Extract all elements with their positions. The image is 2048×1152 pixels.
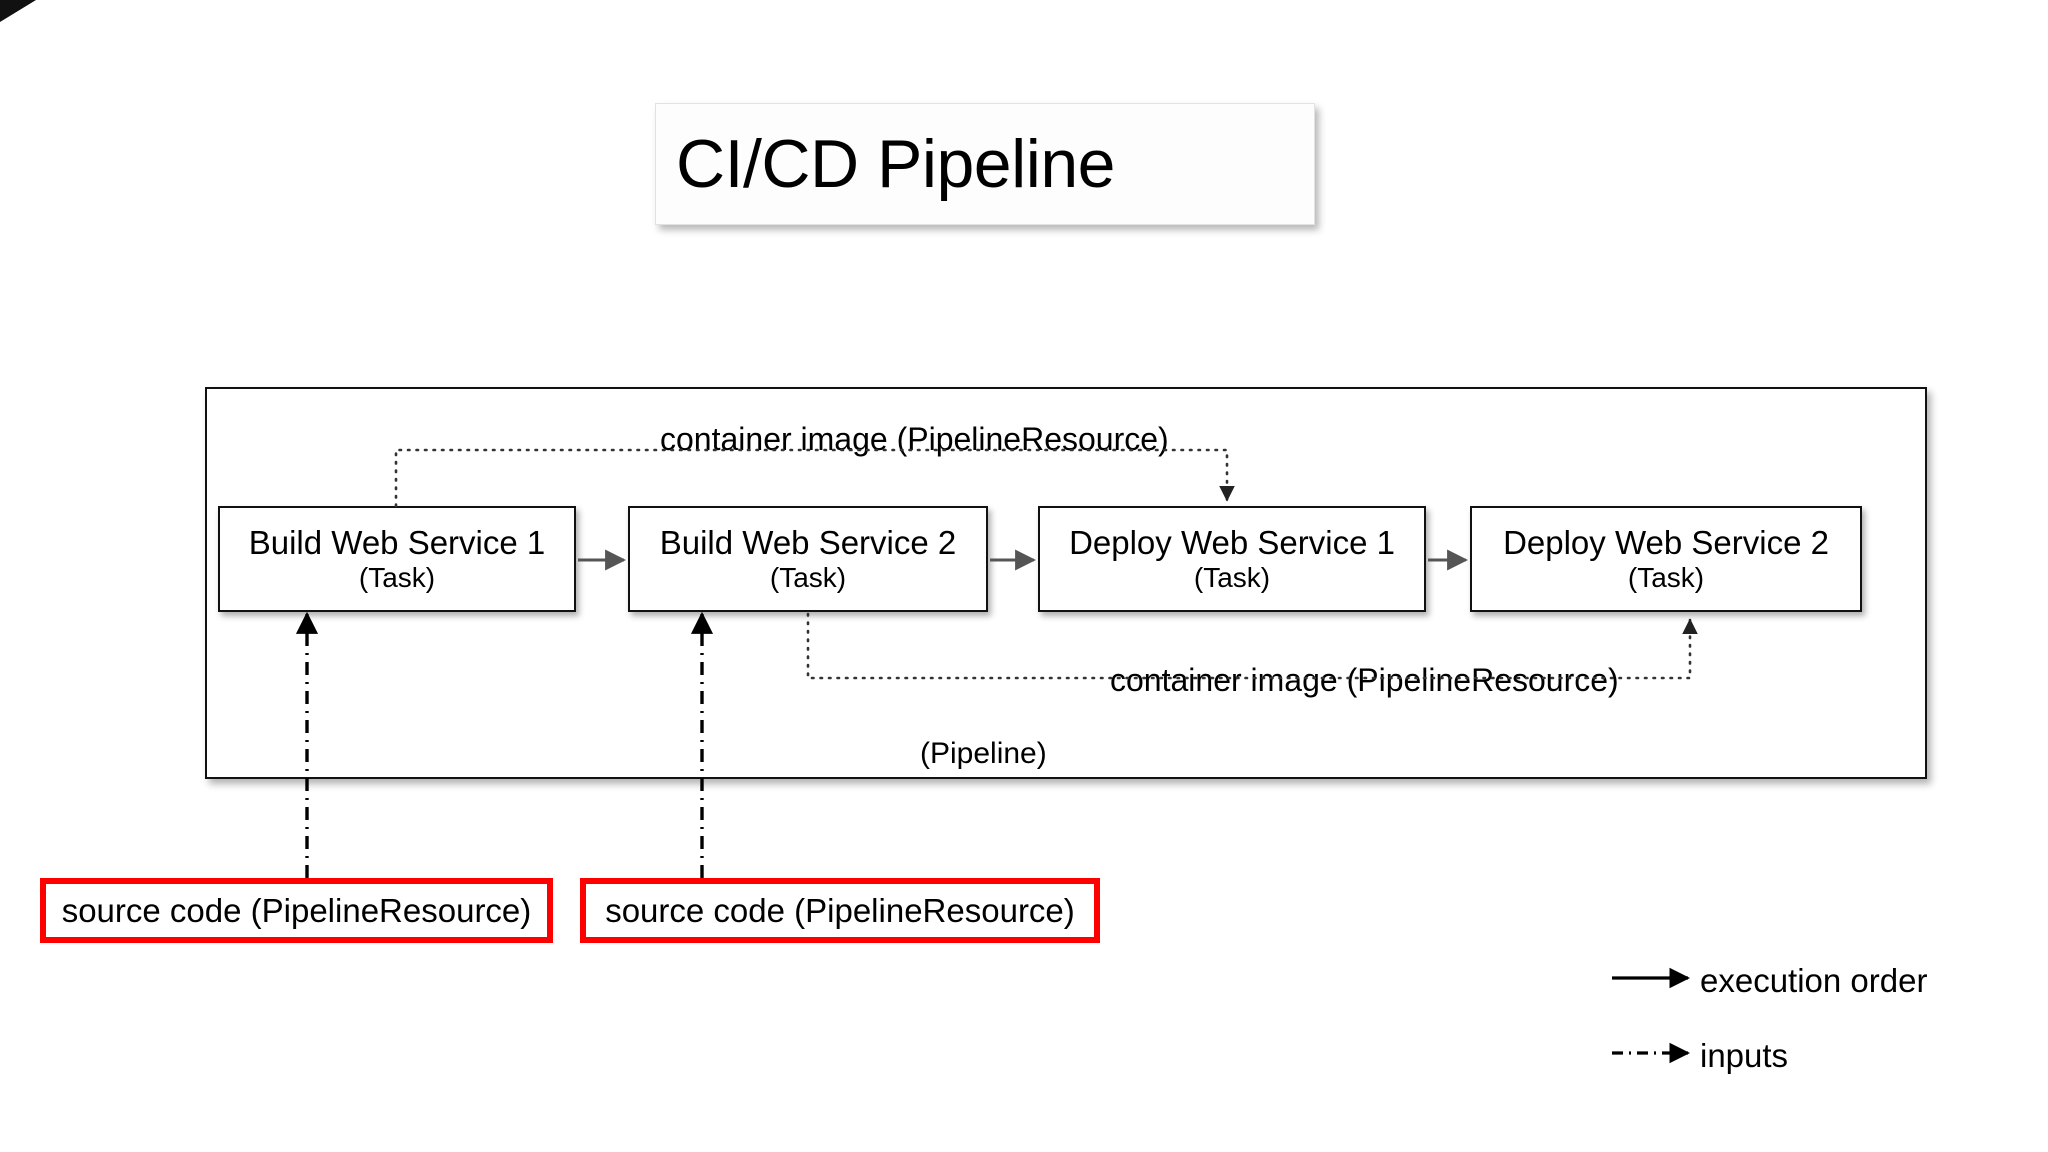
task-kind: (Task) [769, 561, 847, 593]
resource-box-source-code-2[interactable]: source code (PipelineResource) [580, 878, 1100, 943]
pipeline-label: (Pipeline) [920, 737, 1047, 770]
task-title: Build Web Service 2 [659, 523, 957, 561]
task-title: Deploy Web Service 2 [1503, 523, 1829, 561]
task-kind: (Task) [1627, 561, 1705, 593]
task-title: Build Web Service 1 [248, 523, 546, 561]
task-title: Deploy Web Service 1 [1069, 523, 1395, 561]
legend-execution-order-label: execution order [1700, 962, 1928, 999]
task-box-build-web-service-1[interactable]: Build Web Service 1 (Task) [218, 506, 576, 612]
title-box: CI/CD Pipeline [655, 103, 1315, 225]
flow-label-container-image-top: container image (PipelineResource) [660, 421, 1169, 457]
task-box-deploy-web-service-1[interactable]: Deploy Web Service 1 (Task) [1038, 506, 1426, 612]
resource-label: source code (PipelineResource) [61, 891, 532, 929]
page-title: CI/CD Pipeline [676, 126, 1115, 202]
task-box-deploy-web-service-2[interactable]: Deploy Web Service 2 (Task) [1470, 506, 1862, 612]
flow-label-container-image-bottom: container image (PipelineResource) [1110, 662, 1619, 698]
task-kind: (Task) [358, 561, 436, 593]
task-box-build-web-service-2[interactable]: Build Web Service 2 (Task) [628, 506, 988, 612]
resource-label: source code (PipelineResource) [605, 891, 1075, 929]
corner-artifact [0, 0, 36, 22]
legend-inputs-label: inputs [1700, 1037, 1789, 1074]
task-kind: (Task) [1193, 561, 1271, 593]
resource-box-source-code-1[interactable]: source code (PipelineResource) [40, 878, 553, 943]
